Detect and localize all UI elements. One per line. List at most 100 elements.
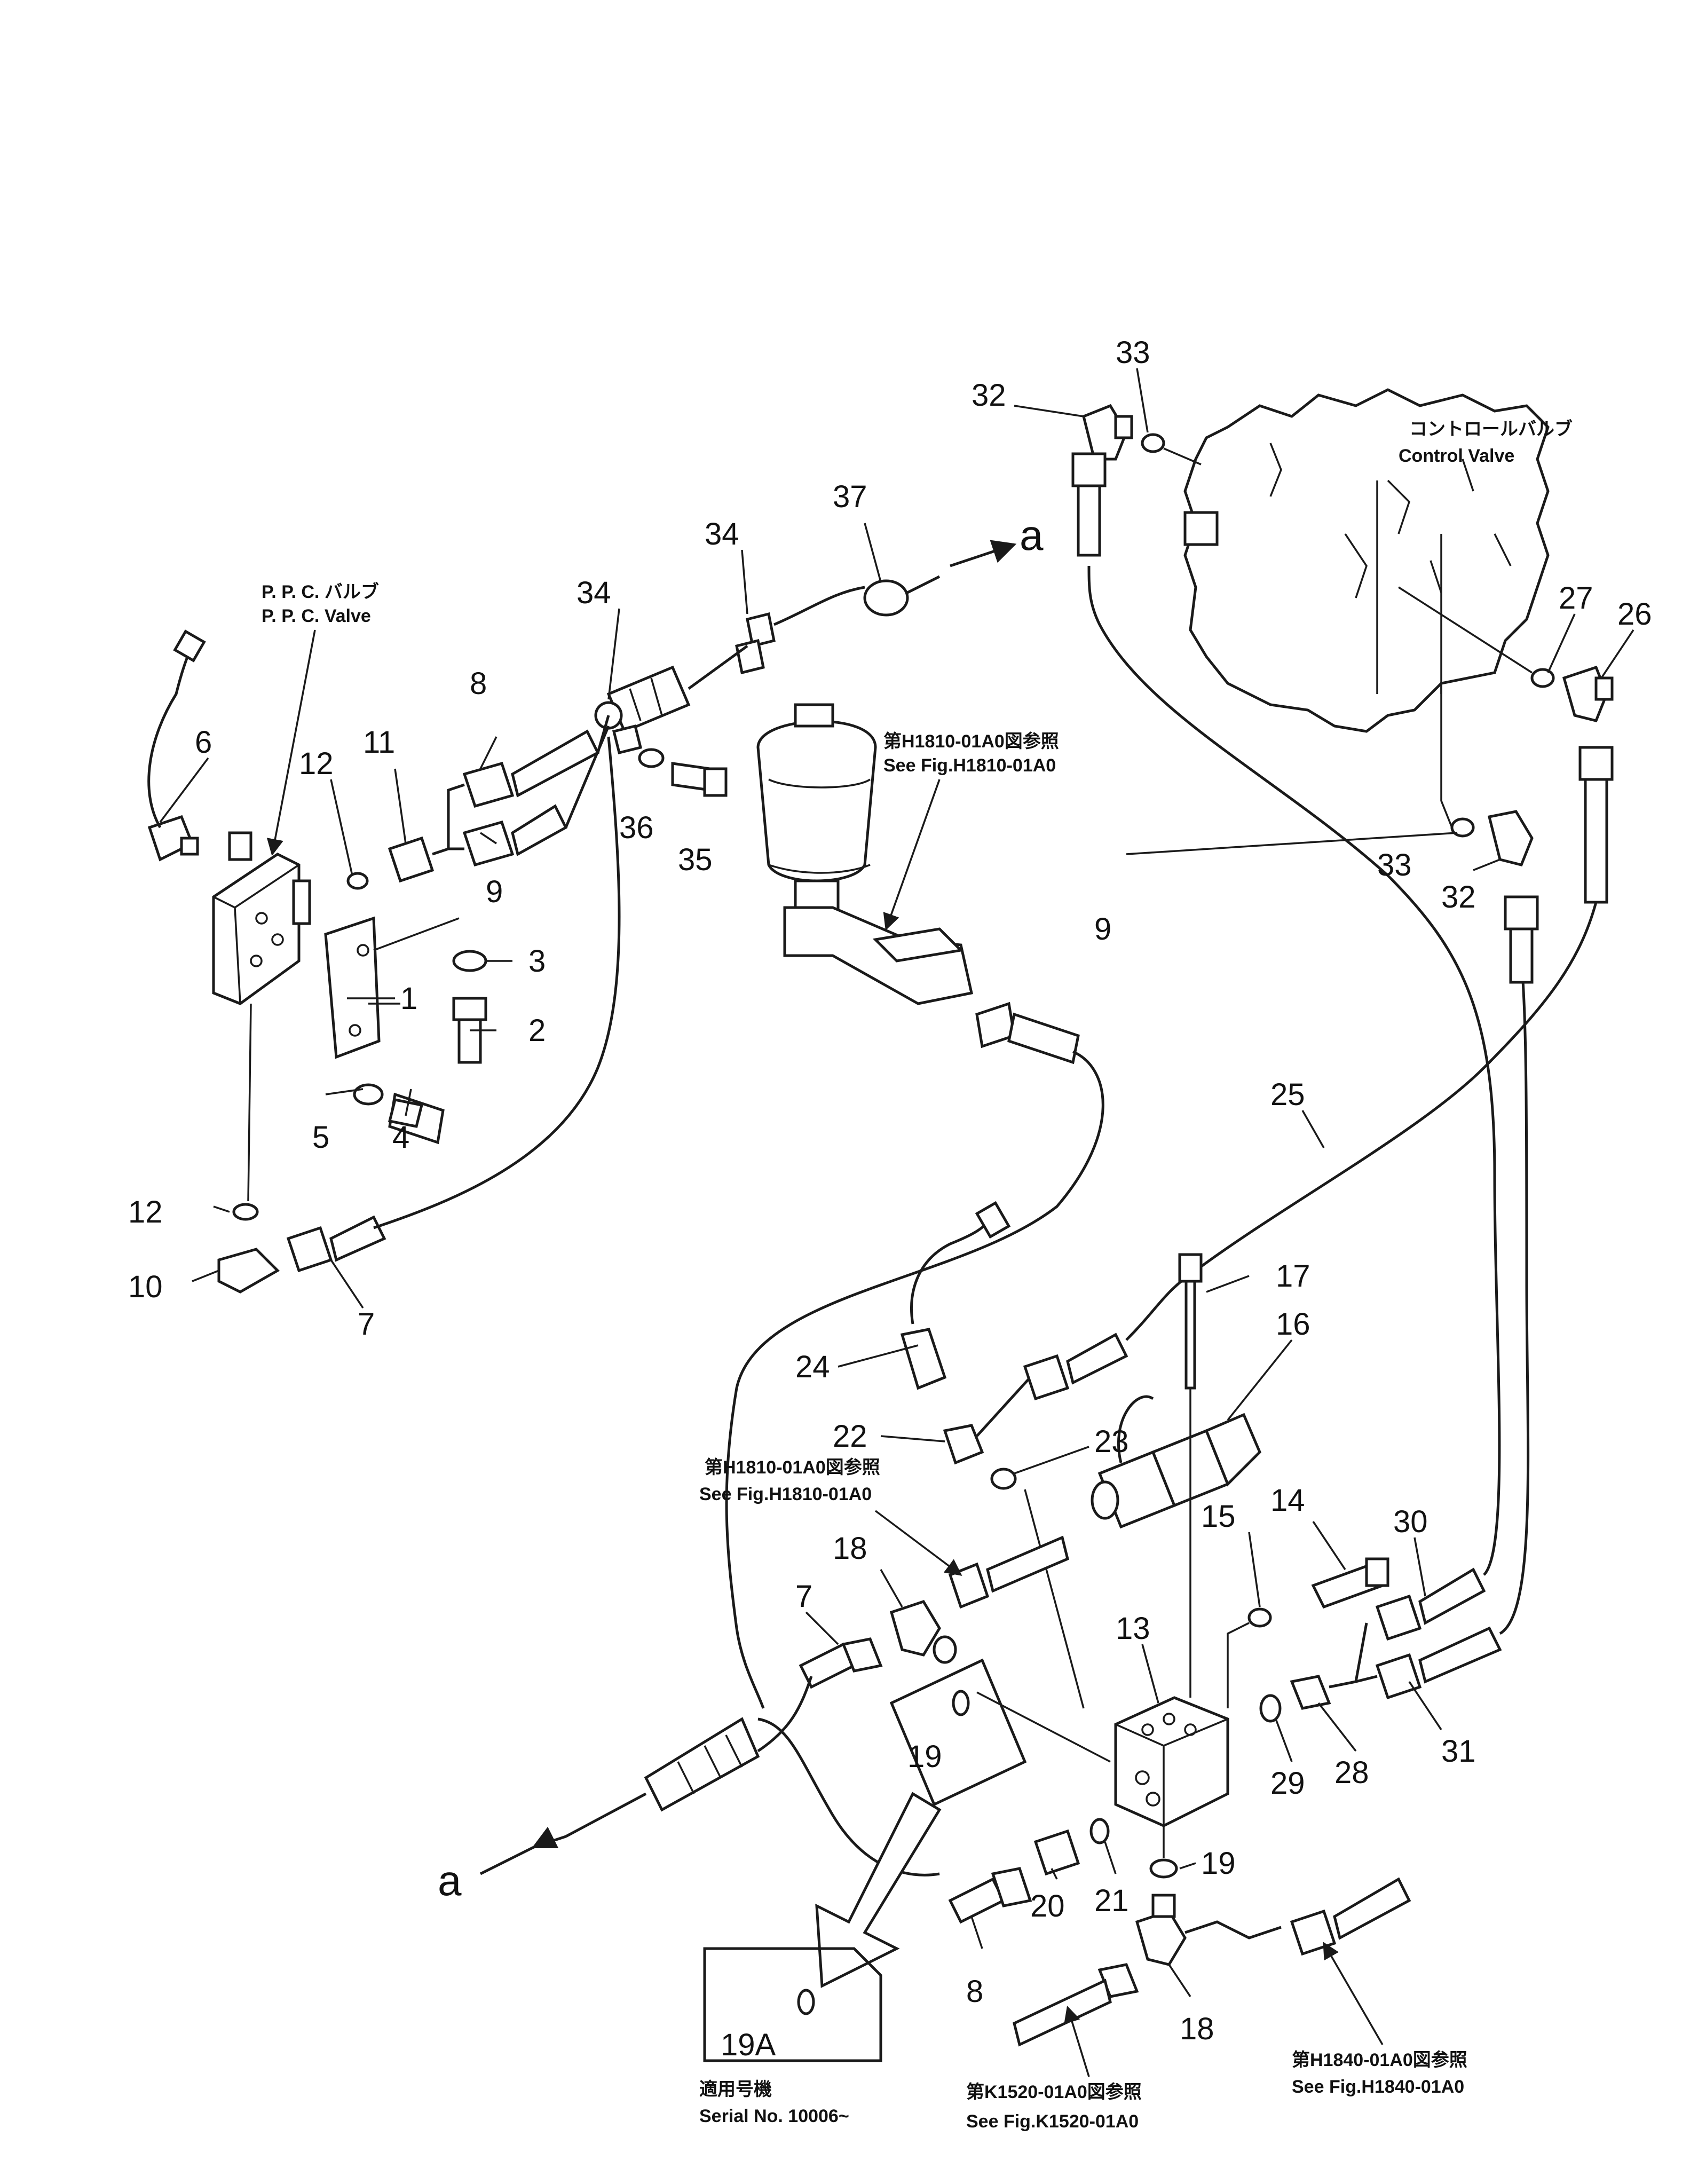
ref-h1840-jp: 第H1840-01A0図参照 bbox=[1292, 2050, 1467, 2070]
sensor-24 bbox=[900, 1201, 1011, 1390]
callout-13: 13 bbox=[1116, 1611, 1150, 1646]
fitting-11 bbox=[388, 836, 435, 883]
callout-24: 24 bbox=[795, 1350, 830, 1384]
clip-37 bbox=[863, 579, 909, 617]
callout-37: 37 bbox=[833, 479, 867, 514]
callout-5: 5 bbox=[312, 1120, 329, 1155]
hose-upper-right bbox=[1578, 746, 1614, 904]
callout-9a: 9 bbox=[486, 874, 503, 909]
callout-25: 25 bbox=[1270, 1077, 1305, 1112]
connector-a-top: a bbox=[1020, 511, 1044, 559]
bolt-4 bbox=[388, 1092, 445, 1145]
solenoid-6 bbox=[147, 629, 206, 862]
connector-a-bottom: a bbox=[438, 1857, 462, 1904]
manifold-block-13 bbox=[1114, 1696, 1229, 1827]
bolt-14 bbox=[1311, 1557, 1389, 1609]
ref-k1520-jp: 第K1520-01A0図参照 bbox=[966, 2082, 1142, 2102]
callout-18b: 18 bbox=[1180, 2012, 1214, 2046]
o-ring-19 bbox=[1149, 1858, 1178, 1879]
callout-31: 31 bbox=[1441, 1734, 1476, 1769]
elbow-26 bbox=[1562, 665, 1614, 722]
callout-12b: 12 bbox=[128, 1195, 163, 1229]
callout-34b: 34 bbox=[705, 517, 739, 551]
ppc-valve bbox=[212, 831, 311, 1005]
callout-35: 35 bbox=[678, 842, 713, 877]
o-ring-29 bbox=[1259, 1694, 1282, 1723]
ref-h1810-a-jp: 第H1810-01A0図参照 bbox=[883, 731, 1059, 752]
callout-21: 21 bbox=[1094, 1883, 1129, 1918]
callout-32a: 32 bbox=[972, 378, 1006, 413]
washer-36 bbox=[638, 748, 665, 768]
callout-12a: 12 bbox=[299, 746, 334, 781]
callout-7b: 7 bbox=[795, 1579, 812, 1614]
elbow-22 bbox=[943, 1424, 984, 1465]
callout-36: 36 bbox=[619, 810, 654, 845]
callout-7a: 7 bbox=[358, 1307, 375, 1342]
o-ring-19-detail bbox=[952, 1690, 970, 1716]
callout-4: 4 bbox=[392, 1120, 409, 1155]
ref-h1810-a-en: See Fig.H1810-01A0 bbox=[883, 755, 1056, 776]
callout-33a: 33 bbox=[1116, 335, 1150, 370]
callout-22: 22 bbox=[833, 1419, 867, 1454]
callout-26: 26 bbox=[1617, 597, 1652, 632]
hose-9a bbox=[462, 804, 568, 867]
callout-17: 17 bbox=[1276, 1259, 1310, 1294]
callout-19: 19 bbox=[1201, 1846, 1236, 1881]
ppc-valve-label-jp: P. P. C. バルブ bbox=[262, 581, 379, 602]
washer-3 bbox=[452, 950, 487, 972]
accumulator bbox=[756, 703, 877, 914]
clamp-34b bbox=[735, 612, 776, 675]
callout-11: 11 bbox=[363, 725, 395, 760]
ref-h1840-en: See Fig.H1840-01A0 bbox=[1292, 2077, 1464, 2097]
hose-ref-k1520 bbox=[1013, 1963, 1139, 2047]
leader-lines bbox=[159, 368, 1634, 1997]
callout-16: 16 bbox=[1276, 1307, 1310, 1342]
callout-8a: 8 bbox=[470, 666, 487, 701]
hose-top-fitting bbox=[1023, 1333, 1128, 1401]
callout-33b: 33 bbox=[1377, 848, 1412, 882]
callout-numbers: 1 2 3 4 5 6 7 7 8 8 9 9 10 11 12 12 13 1… bbox=[128, 335, 1652, 2046]
hose-7b bbox=[799, 1637, 883, 1689]
hose-8a bbox=[462, 729, 600, 808]
o-ring-19a bbox=[797, 1989, 815, 2015]
ref-h1810-b-en: See Fig.H1810-01A0 bbox=[699, 1484, 872, 1504]
callout-14: 14 bbox=[1270, 1483, 1305, 1518]
tee-18b bbox=[1135, 1894, 1187, 1966]
o-ring-21 bbox=[1089, 1818, 1110, 1844]
callout-34a: 34 bbox=[577, 575, 611, 610]
hose-mid-right bbox=[1504, 895, 1539, 984]
o-ring-33a bbox=[1141, 433, 1165, 453]
bundle-lower bbox=[644, 1717, 760, 1812]
filter-block bbox=[783, 906, 973, 1005]
bolt-35 bbox=[671, 762, 728, 797]
control-valve-label-jp: コントロールバルブ bbox=[1409, 419, 1573, 439]
control-valve-label-en: Control Valve bbox=[1399, 446, 1514, 466]
detail-arrow bbox=[815, 1792, 942, 1988]
callout-10: 10 bbox=[128, 1270, 163, 1304]
callout-9b: 9 bbox=[1094, 912, 1111, 947]
callout-29: 29 bbox=[1270, 1766, 1305, 1801]
callout-20: 20 bbox=[1030, 1889, 1065, 1923]
inset-19a-label: 19A bbox=[721, 2028, 776, 2062]
callout-6: 6 bbox=[195, 725, 212, 760]
o-ring-12a bbox=[346, 872, 369, 890]
washer-15 bbox=[1247, 1607, 1272, 1628]
hose-30 bbox=[1375, 1567, 1486, 1641]
bolt-17 bbox=[1178, 1253, 1203, 1390]
callout-27: 27 bbox=[1559, 581, 1593, 616]
elbow-10 bbox=[217, 1248, 280, 1294]
o-ring-27 bbox=[1530, 668, 1555, 688]
hose-ref-h1840 bbox=[1290, 1877, 1411, 1956]
callout-1: 1 bbox=[400, 981, 417, 1016]
callout-32b: 32 bbox=[1441, 880, 1476, 914]
tee-18a bbox=[889, 1599, 957, 1664]
ppc-valve-label-en: P. P. C. Valve bbox=[262, 606, 371, 626]
washer-5 bbox=[353, 1083, 384, 1106]
callout-8b: 8 bbox=[966, 1974, 983, 2009]
callout-18a: 18 bbox=[833, 1531, 867, 1566]
elbow-32b bbox=[1487, 810, 1534, 866]
o-ring-23 bbox=[990, 1468, 1017, 1490]
bracket-1 bbox=[324, 916, 381, 1059]
hose-8b bbox=[948, 1867, 1032, 1924]
